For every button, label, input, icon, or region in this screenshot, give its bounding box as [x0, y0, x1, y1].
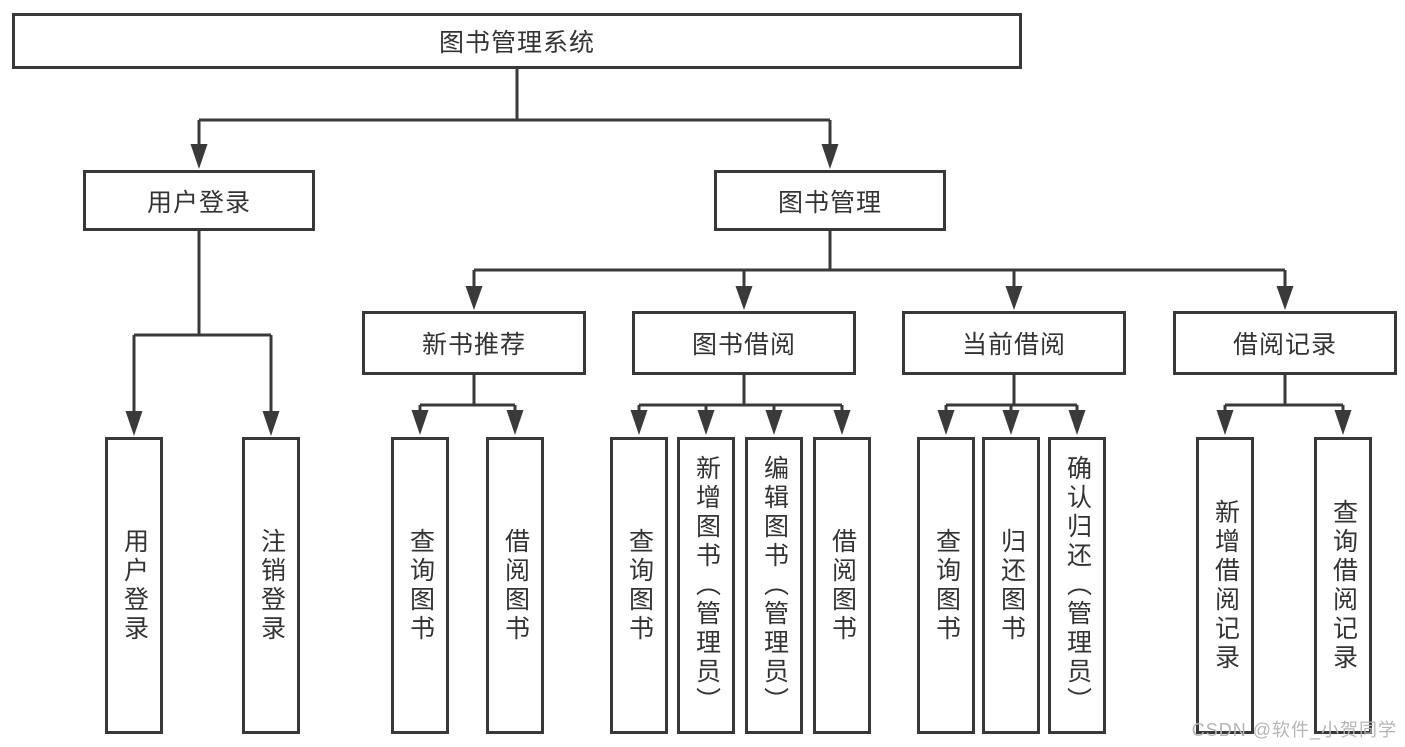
leaf-label: 注销登录	[257, 527, 286, 644]
node-user-login: 用户登录	[83, 170, 315, 231]
connector-root-to-level2	[190, 69, 839, 169]
node-label: 图书管理	[777, 188, 882, 217]
node-label: 借阅记录	[1232, 331, 1337, 359]
leaf-logout: 注销登录	[242, 437, 300, 734]
node-new-book-recommendation: 新书推荐	[362, 311, 586, 375]
node-label: 新书推荐	[421, 331, 526, 359]
leaf-label: 归还图书	[997, 527, 1026, 644]
leaf-query-borrow-record: 查询借阅记录	[1314, 437, 1372, 734]
leaf-borrow-books: 借阅图书	[813, 437, 871, 734]
connector-book-borrow-to-leaves	[630, 375, 851, 435]
node-current-borrowing: 当前借阅	[902, 311, 1126, 375]
leaf-label: 查询图书	[406, 527, 435, 644]
leaf-query-books-borrow: 查询图书	[610, 437, 668, 734]
leaf-label: 确认归还（管理员）	[1063, 455, 1092, 716]
leaf-confirm-return-admin: 确认归还（管理员）	[1048, 437, 1106, 734]
leaf-query-books-newbook: 查询图书	[391, 437, 449, 734]
leaf-return-books: 归还图书	[982, 437, 1040, 734]
leaf-label: 借阅图书	[501, 527, 530, 644]
leaf-edit-books-admin: 编辑图书（管理员）	[745, 437, 803, 734]
csdn-watermark: CSDN @软件_小贺同学	[1191, 720, 1397, 740]
connector-current-borrow-to-leaves	[937, 375, 1086, 435]
node-book-borrowing: 图书借阅	[632, 311, 856, 375]
leaf-query-books-current: 查询图书	[917, 437, 975, 734]
leaf-user-login: 用户登录	[105, 437, 163, 734]
leaf-label: 用户登录	[120, 527, 149, 644]
connector-user-login-to-leaves	[125, 231, 280, 436]
connector-new-book-to-leaves	[411, 375, 524, 435]
node-label: 图书借阅	[691, 331, 796, 359]
connector-book-mgmt-to-level3	[465, 231, 1294, 310]
leaf-label: 查询图书	[625, 527, 654, 644]
node-book-management: 图书管理	[714, 170, 946, 231]
connector-records-to-leaves	[1216, 375, 1352, 435]
node-root-library-system: 图书管理系统	[12, 13, 1022, 69]
node-label: 用户登录	[146, 188, 251, 217]
leaf-label: 新增图书（管理员）	[692, 455, 721, 716]
leaf-add-borrow-record: 新增借阅记录	[1196, 437, 1254, 734]
leaf-label: 查询图书	[932, 527, 961, 644]
leaf-label: 新增借阅记录	[1211, 498, 1240, 673]
node-label: 当前借阅	[961, 331, 1066, 359]
node-borrowing-records: 借阅记录	[1173, 311, 1397, 375]
node-label: 图书管理系统	[438, 29, 595, 57]
leaf-add-books-admin: 新增图书（管理员）	[677, 437, 735, 734]
leaf-borrow-books-newbook: 借阅图书	[486, 437, 544, 734]
leaf-label: 借阅图书	[828, 527, 857, 644]
leaf-label: 查询借阅记录	[1329, 498, 1358, 673]
leaf-label: 编辑图书（管理员）	[760, 455, 789, 716]
